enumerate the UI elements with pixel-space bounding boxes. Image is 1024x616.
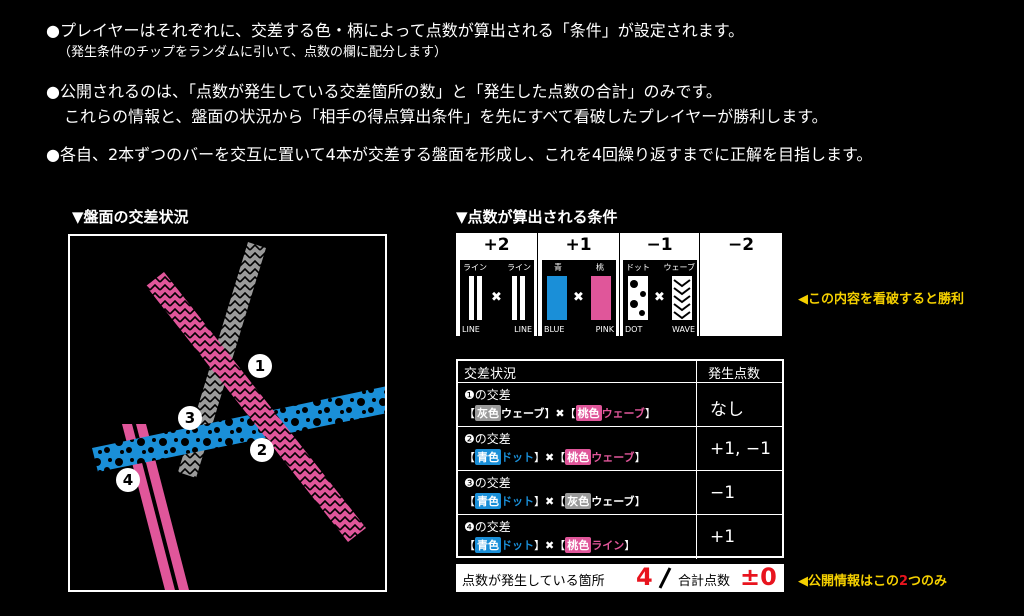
row-detail: 【青色ドット】✖【灰色ウェーブ】 (464, 493, 646, 509)
chip-label-right: 桃 (596, 263, 604, 272)
tag-b-pattern: ライン (591, 539, 625, 552)
condition-minus1: −1 ドット ウェーブ ✖ DOT WAVE (620, 233, 700, 336)
chip-label-left: ライン (463, 263, 487, 272)
count-value: 4 (636, 563, 653, 591)
row-title: ❷の交差 (464, 432, 511, 446)
header-points: 発生点数 (708, 367, 761, 382)
chip-cap-right: WAVE (672, 325, 695, 334)
condition-minus2: −2 (700, 233, 782, 336)
row-result: +1, −1 (710, 439, 771, 459)
tag-a-color: 灰色 (475, 405, 501, 421)
intro-line-1-sub: （発生条件のチップをランダムに引いて、点数の欄に配分します） (58, 45, 447, 60)
row-detail: 【灰色ウェーブ】✖【桃色ウェーブ】 (464, 405, 656, 421)
chip-label-left: ドット (626, 263, 650, 272)
condition-score: −2 (727, 235, 755, 255)
row-result: +1 (710, 527, 736, 547)
row-result: −1 (710, 483, 736, 503)
conditions-note: ◀この内容を看破すると勝利 (798, 292, 964, 307)
table-header: 交差状況 発生点数 (458, 361, 782, 383)
chip-cap-right: PINK (595, 325, 614, 334)
tag-a-pattern: ドット (501, 451, 534, 464)
chip-cap-left: DOT (625, 325, 643, 334)
slash-divider (658, 567, 672, 589)
tag-b-pattern: ウェーブ (591, 495, 635, 508)
tag-a-pattern: ドット (501, 495, 534, 508)
intro-line-2: ●公開されるのは、「点数が発生している交差箇所の数」と「発生した点数の合計」のみ… (46, 82, 722, 101)
badge-4: 4 (116, 468, 140, 492)
summary-note: ◀公開情報はこの2つのみ (798, 574, 948, 589)
cross-icon: ✖ (545, 539, 555, 552)
tag-b-pattern: ウェーブ (591, 451, 635, 464)
cross-icon: ✖ (491, 290, 502, 305)
condition-plus1: +1 青 桃 ✖ BLUE PINK (538, 233, 620, 336)
chip-dot-wave: ドット ウェーブ ✖ DOT WAVE (623, 260, 697, 336)
tag-a-pattern: ウェーブ (501, 407, 545, 420)
summary-bar: 点数が発生している箇所 4 合計点数 ±0 (456, 563, 784, 592)
header-crossing: 交差状況 (464, 367, 517, 382)
crossing-table: 交差状況 発生点数 ❶の交差【灰色ウェーブ】✖【桃色ウェーブ】 なし ❷の交差【青色… (456, 359, 784, 559)
condition-score: +1 (565, 235, 592, 255)
cross-icon: ✖ (555, 407, 565, 420)
tag-b-color: 桃色 (565, 449, 592, 465)
row-detail: 【青色ドット】✖【桃色ウェーブ】 (464, 449, 646, 465)
table-row: ❶の交差【灰色ウェーブ】✖【桃色ウェーブ】 なし (458, 383, 782, 427)
condition-plus2: +2 ライン ライン ✖ LINE LINE (456, 233, 538, 336)
conditions-panel: +2 ライン ライン ✖ LINE LINE +1 青 桃 ✖ BLUE PIN… (456, 233, 782, 336)
intro-line-1: ●プレイヤーはそれぞれに、交差する色・柄によって点数が算出される「条件」が設定さ… (46, 21, 745, 40)
tag-b-color: 灰色 (565, 493, 592, 509)
chip-label-left: 青 (554, 263, 562, 272)
cross-icon: ✖ (545, 451, 555, 464)
row-result: なし (710, 400, 744, 420)
total-label: 合計点数 (678, 574, 731, 589)
badge-3: 3 (178, 406, 202, 430)
chip-blue-pink: 青 桃 ✖ BLUE PINK (542, 260, 616, 336)
total-value: ±0 (740, 563, 777, 591)
tag-a-color: 青色 (475, 449, 501, 465)
chip-cap-left: LINE (462, 325, 480, 334)
row-detail: 【青色ドット】✖【桃色ライン】 (464, 537, 636, 553)
table-row: ❹の交差【青色ドット】✖【桃色ライン】 +1 (458, 515, 782, 559)
row-title: ❶の交差 (464, 388, 511, 402)
condition-score: +2 (483, 235, 510, 255)
pink-wave-bar (146, 272, 366, 542)
table-row: ❷の交差【青色ドット】✖【桃色ウェーブ】 +1, −1 (458, 427, 782, 471)
chip-cap-right: LINE (514, 325, 532, 334)
tag-b-pattern: ウェーブ (601, 407, 645, 420)
cross-icon: ✖ (545, 495, 555, 508)
row-title: ❹の交差 (464, 520, 511, 534)
cross-icon: ✖ (654, 290, 665, 305)
count-label: 点数が発生している箇所 (462, 574, 605, 589)
conditions-title: ▼点数が算出される条件 (456, 208, 618, 226)
badge-1: 1 (248, 354, 272, 378)
pink-line-bar (122, 424, 189, 590)
condition-score: −1 (646, 235, 673, 255)
row-title: ❸の交差 (464, 476, 511, 490)
tag-a-color: 青色 (475, 493, 501, 509)
tag-a-color: 青色 (475, 537, 501, 553)
tag-b-color: 桃色 (575, 405, 602, 421)
badge-2: 2 (250, 438, 274, 462)
intro-line-2-sub: これらの情報と、盤面の状況から「相手の得点算出条件」を先にすべて看破したプレイヤ… (64, 107, 828, 126)
chip-label-right: ライン (507, 263, 531, 272)
tag-a-pattern: ドット (501, 539, 534, 552)
cross-icon: ✖ (573, 290, 584, 305)
chip-label-right: ウェーブ (663, 263, 695, 272)
table-row: ❸の交差【青色ドット】✖【灰色ウェーブ】 −1 (458, 471, 782, 515)
chip-cap-left: BLUE (544, 325, 565, 334)
blue-dot-bar (92, 386, 385, 472)
chip-line-line: ライン ライン ✖ LINE LINE (460, 260, 534, 336)
board-title: ▼盤面の交差状況 (72, 208, 189, 226)
intro-line-3: ●各自、2本ずつのバーを交互に置いて4本が交差する盤面を形成し、これを4回繰り返… (46, 145, 873, 164)
board-illustration (92, 242, 385, 590)
board: 1 2 3 4 (68, 234, 387, 592)
tag-b-color: 桃色 (565, 537, 592, 553)
